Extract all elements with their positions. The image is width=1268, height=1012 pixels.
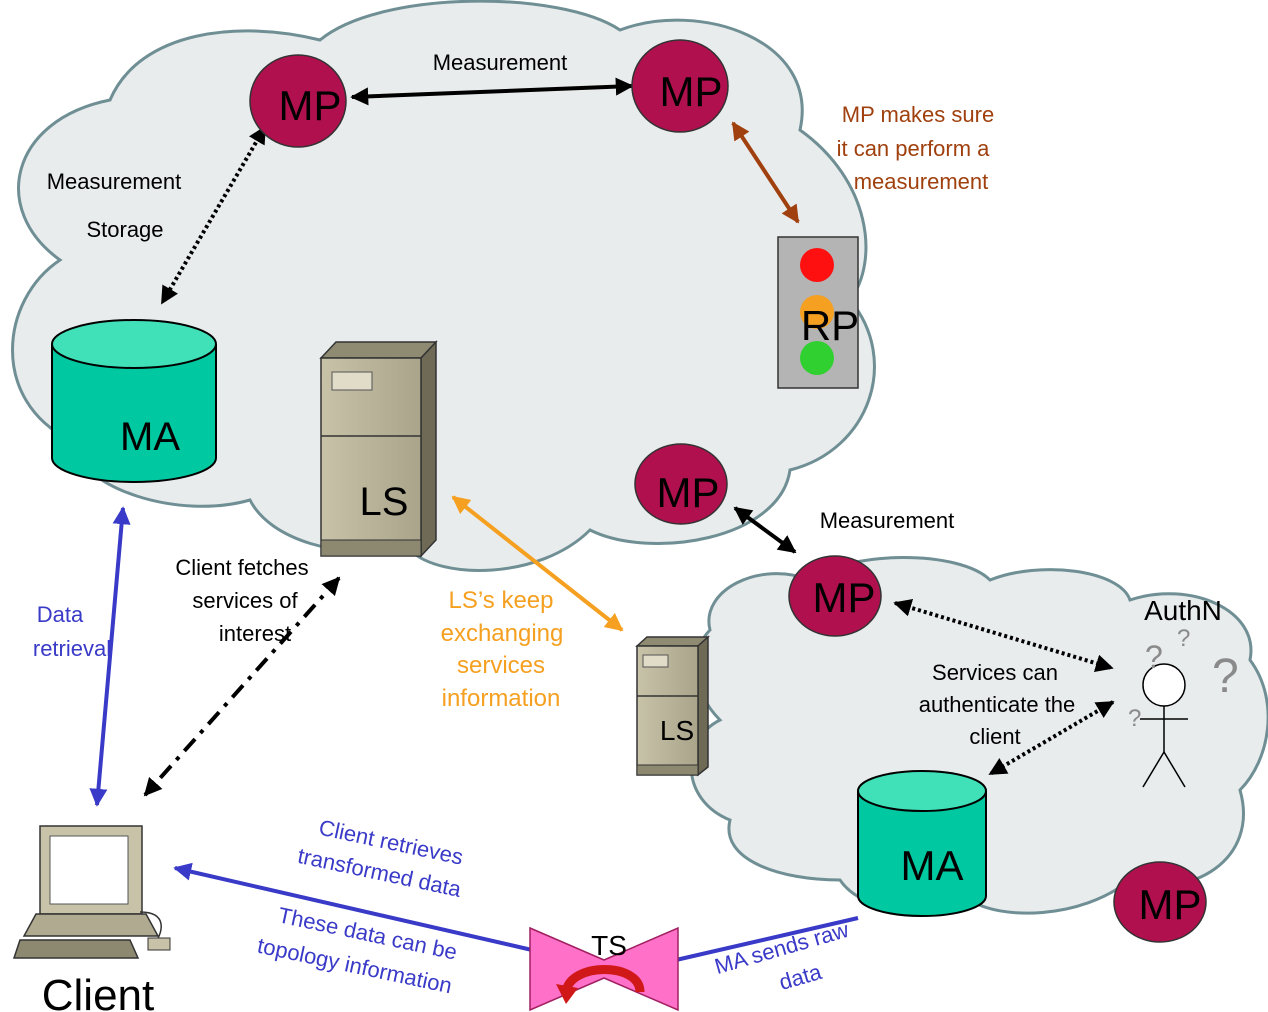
measurement-storage-label-line2: Storage: [86, 217, 163, 242]
mp-makes-sure-line2: it can perform a: [837, 136, 991, 161]
mp-top-right-node: [631, 39, 729, 133]
measurement-lower-label: Measurement: [820, 508, 955, 533]
mp-makes-sure-line3: measurement: [854, 169, 989, 194]
client-fetch-arrow: [143, 576, 341, 797]
ma-sends-group: MA sends raw data: [712, 917, 852, 995]
authn-question-mark-large: ?: [1145, 639, 1163, 675]
ls-small-label: LS: [660, 715, 694, 746]
services-auth-line2: authenticate the: [919, 692, 1076, 717]
mp-lower-node: [788, 555, 882, 637]
ma-left-label: MA: [120, 415, 180, 459]
raw-data-line: [675, 916, 859, 962]
mp-lower-label: MP: [813, 574, 876, 621]
client-label: Client: [42, 971, 155, 1012]
main-cloud: [11, 0, 876, 572]
ma-sends-line2: data: [776, 959, 825, 995]
auth-arrow-top: [893, 599, 1114, 672]
transformed-data-arrow: [173, 862, 533, 952]
mp-bottom-right-label: MP: [1139, 881, 1202, 928]
ls-exchange-arrow: [451, 495, 624, 632]
ts-label: TS: [591, 930, 627, 961]
rp-red-light: [800, 248, 834, 282]
ls-keep-line4: information: [442, 685, 561, 712]
client-fetches-line3: interest: [219, 621, 291, 646]
client-fetches-line1: Client fetches: [175, 555, 308, 580]
mp-mid-label: MP: [657, 469, 720, 516]
authn-question-mark-right: ?: [1212, 650, 1239, 703]
ts-transformation-icon: [529, 926, 679, 1012]
data-retrieval-line1: Data: [37, 602, 84, 627]
client-computer-icon: [12, 825, 171, 959]
rp-green-light: [800, 341, 834, 375]
mp-top-left-label: MP: [279, 82, 342, 129]
ls-keep-line2: exchanging: [441, 620, 564, 647]
measurement-arrow-top: [350, 77, 634, 106]
rp-orange-light: [800, 295, 834, 329]
authn-question-mark-small: ?: [1177, 625, 1190, 652]
measurement-top-label: Measurement: [433, 50, 568, 75]
mp-bottom-right-node: [1113, 861, 1207, 943]
measurement-storage-label-line1: Measurement: [47, 169, 182, 194]
mp-mid-node: [634, 443, 728, 525]
rp-check-arrow: [731, 121, 800, 224]
data-retrieval-line2: retrieval: [33, 636, 111, 661]
rp-label: RP: [801, 302, 859, 349]
authn-user-figure: [1140, 663, 1188, 788]
ma-left-cylinder: [51, 319, 217, 483]
data-retrieval-arrow: [89, 506, 131, 807]
ls-main-label: LS: [360, 480, 409, 524]
mp-top-right-label: MP: [660, 68, 723, 115]
ls-keep-line1: LS’s keep: [449, 587, 554, 614]
mp-makes-sure-line1: MP makes sure: [842, 102, 994, 127]
services-auth-line3: client: [969, 724, 1020, 749]
secondary-cloud: [689, 556, 1268, 915]
ls-main-server: [319, 340, 438, 558]
these-data-group: These data can be topology information: [255, 902, 459, 998]
ma-right-cylinder: [857, 770, 987, 917]
ls-small-server: [635, 635, 710, 777]
services-auth-line1: Services can: [932, 660, 1058, 685]
ls-keep-line3: services: [457, 652, 545, 679]
storage-arrow: [160, 125, 267, 305]
authn-label: AuthN: [1144, 595, 1222, 626]
authn-question-mark-low: ?: [1128, 705, 1141, 732]
mp-top-left-node: [249, 54, 347, 148]
ma-right-label: MA: [901, 842, 964, 889]
measurement-arrow-lower: [733, 506, 797, 554]
client-fetches-line2: services of: [192, 588, 298, 613]
client-retrieves-group: Client retrieves transformed data: [296, 815, 466, 902]
